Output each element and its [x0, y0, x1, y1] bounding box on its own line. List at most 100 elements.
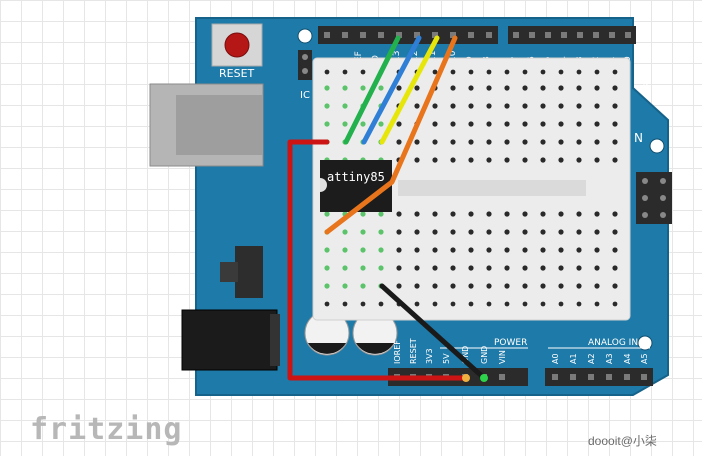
breadboard-hole [594, 69, 600, 75]
breadboard-hole [612, 229, 618, 235]
breadboard-hole [450, 139, 456, 145]
breadboard-hole [540, 265, 546, 271]
breadboard-hole [594, 103, 600, 109]
breadboard-hole [378, 85, 384, 91]
breadboard-hole [522, 139, 528, 145]
breadboard-hole [432, 265, 438, 271]
breadboard-hole [324, 85, 330, 91]
breadboard-hole [396, 283, 402, 289]
breadboard-hole [450, 247, 456, 253]
breadboard-hole [468, 139, 474, 145]
breadboard-hole [612, 283, 618, 289]
breadboard-hole [450, 157, 456, 163]
breadboard-hole [324, 247, 330, 253]
digital-pin-label: 10 [448, 50, 458, 62]
wire-end [480, 374, 488, 382]
breadboard-hole [576, 69, 582, 75]
header-pin [499, 374, 505, 380]
breadboard-hole [468, 69, 474, 75]
breadboard-hole [558, 69, 564, 75]
breadboard-hole [486, 139, 492, 145]
breadboard-hole [378, 211, 384, 217]
voltage-regulator [220, 246, 263, 298]
breadboard-hole [540, 211, 546, 217]
breadboard-hole [486, 211, 492, 217]
breadboard-hole [504, 103, 510, 109]
header-pin [545, 32, 551, 38]
breadboard-hole [396, 85, 402, 91]
breadboard-hole [486, 283, 492, 289]
breadboard-hole [486, 157, 492, 163]
header-pin [552, 374, 558, 380]
header-pin [468, 32, 474, 38]
breadboard-hole [468, 211, 474, 217]
mounting-hole [637, 335, 653, 351]
breadboard-hole [360, 229, 366, 235]
breadboard-hole [522, 85, 528, 91]
breadboard-hole [450, 85, 456, 91]
breadboard-hole [342, 265, 348, 271]
breadboard-hole [576, 139, 582, 145]
breadboard-hole [504, 265, 510, 271]
wire-yellow [379, 35, 440, 145]
breadboard-hole [324, 121, 330, 127]
mounting-hole [297, 28, 313, 44]
breadboard-hole [612, 69, 618, 75]
breadboard-hole [468, 301, 474, 307]
breadboard-hole [612, 301, 618, 307]
breadboard-hole [558, 265, 564, 271]
header-pin [396, 32, 402, 38]
breadboard-hole [576, 229, 582, 235]
breadboard-hole [432, 121, 438, 127]
fritzing-logo: fritzing [30, 412, 183, 447]
breadboard-hole [540, 121, 546, 127]
breadboard-hole [504, 211, 510, 217]
digital-pin-label: EF [354, 51, 364, 62]
breadboard-hole [504, 229, 510, 235]
breadboard-hole [594, 247, 600, 253]
header-pin [625, 32, 631, 38]
breadboard-hole [432, 103, 438, 109]
header-pin [577, 32, 583, 38]
breadboard-hole [486, 121, 492, 127]
header-pin [360, 32, 366, 38]
reset-label: RESET [219, 67, 255, 80]
reset-button[interactable] [211, 23, 263, 67]
header-pin [414, 32, 420, 38]
breadboard-hole [540, 229, 546, 235]
header-pin [641, 374, 647, 380]
breadboard-hole [360, 69, 366, 75]
breadboard-hole [414, 265, 420, 271]
breadboard-hole [360, 211, 366, 217]
breadboard-hole [450, 103, 456, 109]
icsp-header [298, 50, 312, 80]
power-pin-label: GND [461, 346, 470, 364]
breadboard-hole [612, 139, 618, 145]
power-pin-label: IOREF [393, 340, 402, 364]
breadboard-hole [594, 157, 600, 163]
analog-pin-label: A0 [551, 353, 560, 364]
breadboard-hole [522, 103, 528, 109]
breadboard-hole [612, 265, 618, 271]
breadboard-hole [432, 69, 438, 75]
breadboard-hole [468, 157, 474, 163]
breadboard-hole [468, 229, 474, 235]
breadboard-hole [576, 211, 582, 217]
power-pin-label: VIN [498, 350, 507, 364]
breadboard-hole [522, 301, 528, 307]
breadboard-hole [576, 121, 582, 127]
breadboard-hole [324, 69, 330, 75]
breadboard-hole [450, 121, 456, 127]
header-pin [570, 374, 576, 380]
breadboard-hole [468, 121, 474, 127]
breadboard-hole [522, 157, 528, 163]
breadboard-hole [432, 229, 438, 235]
breadboard-hole [414, 301, 420, 307]
wire-black [379, 283, 487, 381]
breadboard-hole [504, 139, 510, 145]
breadboard-hole [576, 247, 582, 253]
analog-pin-label: A2 [587, 353, 596, 364]
watermark: doooit@小柒 [588, 434, 657, 448]
breadboard-hole [594, 229, 600, 235]
breadboard-hole [450, 229, 456, 235]
